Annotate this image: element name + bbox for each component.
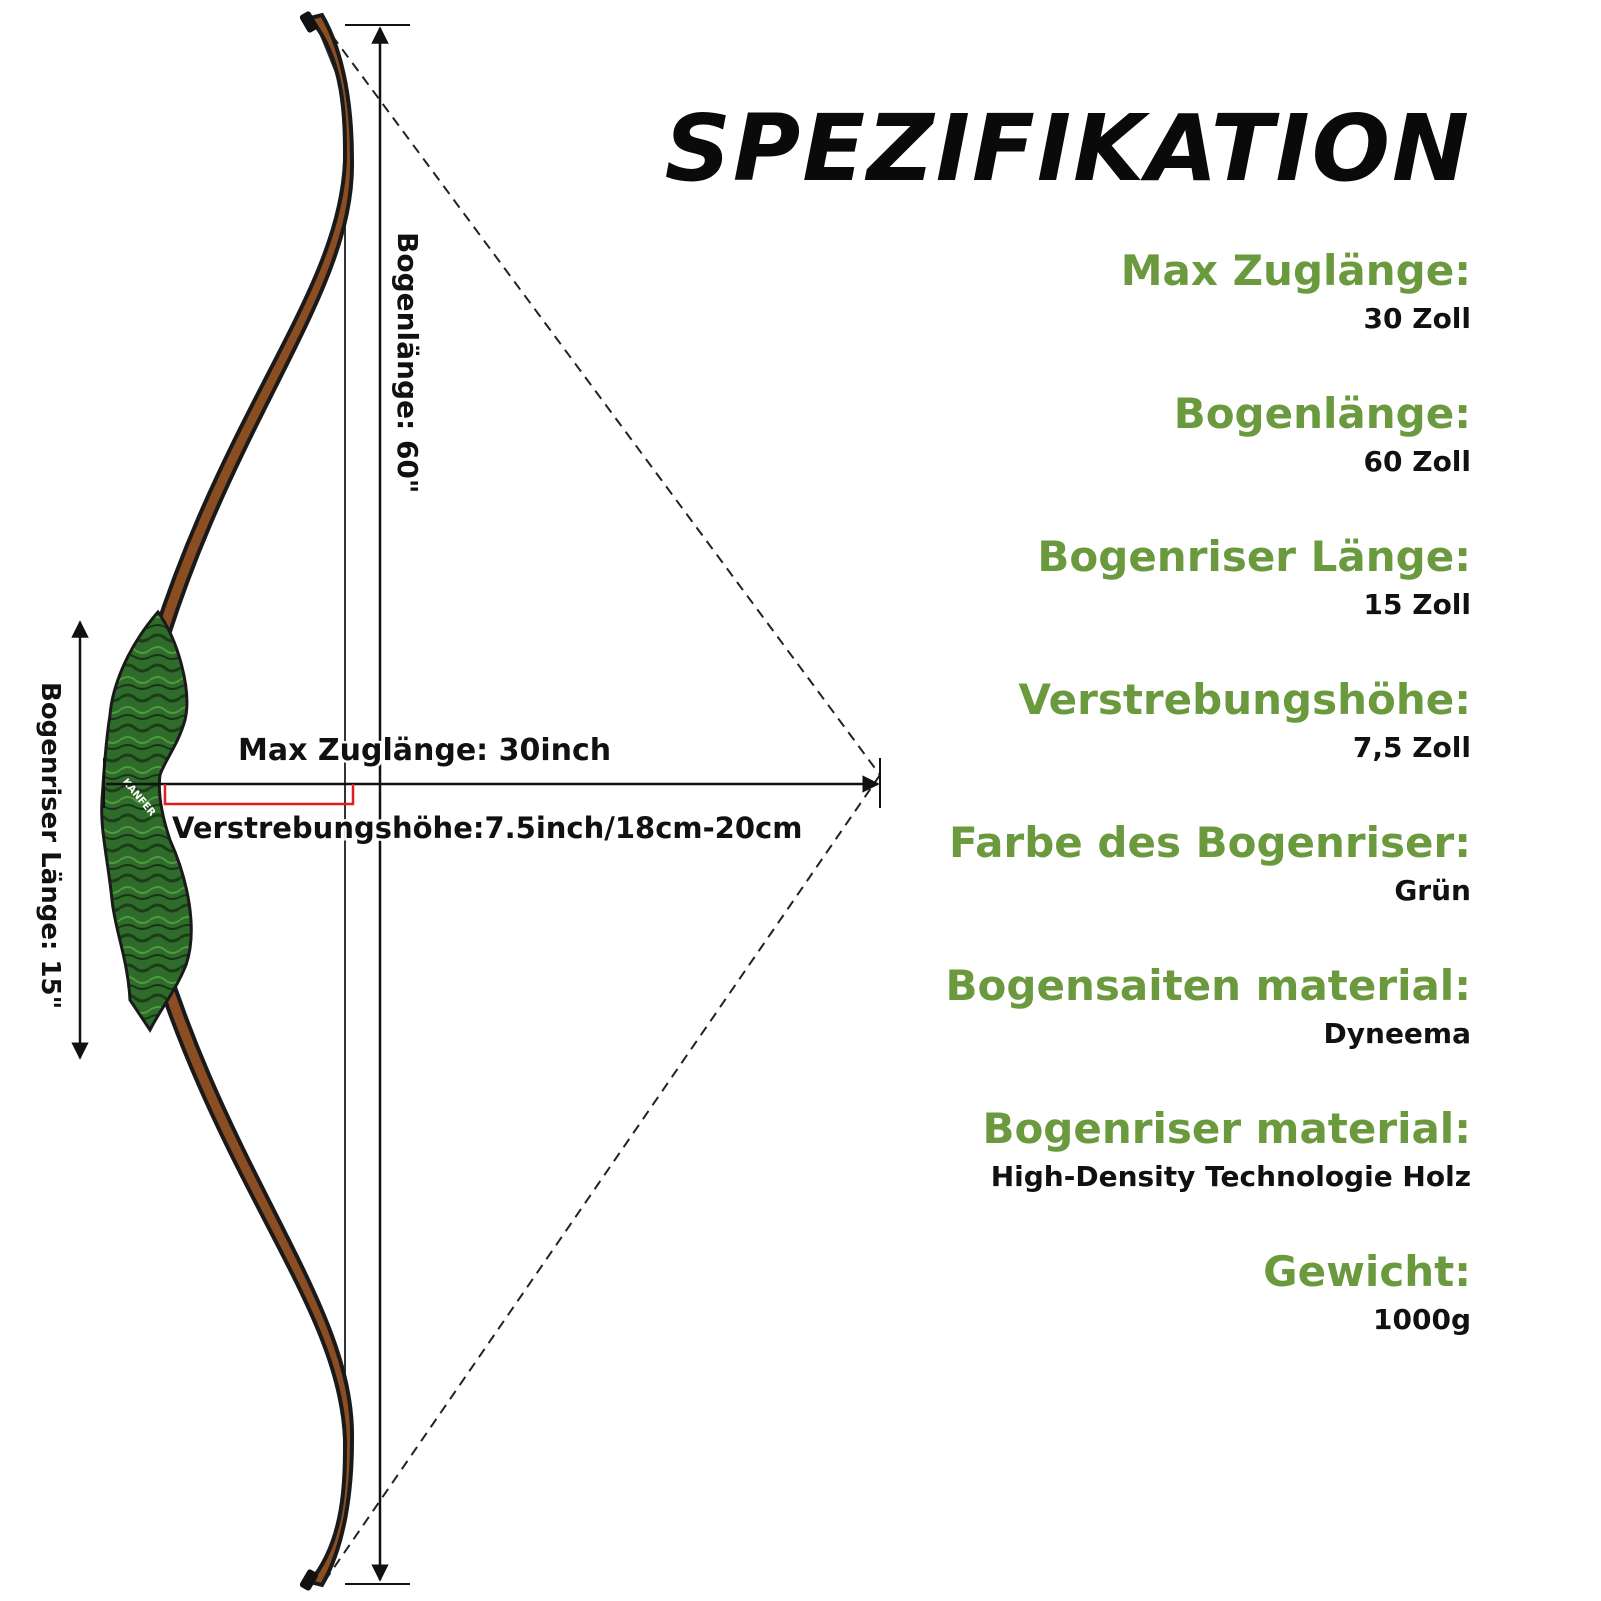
spec-item-string-material: Bogensaiten material: Dyneema [751,960,1471,1103]
spec-item-riser-length: Bogenriser Länge: 15 Zoll [751,531,1471,674]
draw-triangle-upper [321,21,881,776]
brace-height-label: Verstrebungshöhe:7.5inch/18cm-20cm [172,811,802,845]
spec-item-max-draw-length: Max Zuglänge: 30 Zoll [751,245,1471,388]
upper-limb-tip [299,11,319,33]
lower-limb [132,903,355,1588]
spec-label: Bogenlänge: [1173,389,1471,438]
bow-length-label: Bogenlänge: 60" [391,232,424,494]
spec-value: 15 Zoll [1363,588,1471,621]
spec-label: Bogenriser material: [982,1104,1471,1153]
spec-value: 1000g [1373,1303,1471,1336]
brace-height-marker [163,784,355,806]
spec-value: High-Density Technologie Holz [990,1160,1471,1193]
spec-item-riser-color: Farbe des Bogenriser: Grün [751,817,1471,960]
spec-list: Max Zuglänge: 30 Zoll Bogenlänge: 60 Zol… [751,245,1471,1389]
spec-item-riser-material: Bogenriser material: High-Density Techno… [751,1103,1471,1246]
spec-item-brace-height: Verstrebungshöhe: 7,5 Zoll [751,674,1471,817]
spec-label: Farbe des Bogenriser: [948,818,1471,867]
upper-limb [132,12,355,702]
spec-item-weight: Gewicht: 1000g [751,1246,1471,1389]
spec-label: Verstrebungshöhe: [1018,675,1471,724]
spec-label: Max Zuglänge: [1120,246,1471,295]
lower-limb-tip [299,1569,319,1591]
draw-triangle-lower [321,774,881,1586]
spec-value: Dyneema [1323,1017,1471,1050]
bow-riser [100,609,193,1033]
riser-length-label: Bogenriser Länge: 15" [35,682,65,1009]
spec-value: 30 Zoll [1363,302,1471,335]
spec-item-bow-length: Bogenlänge: 60 Zoll [751,388,1471,531]
spec-label: Bogenriser Länge: [1037,532,1471,581]
draw-length-label: Max Zuglänge: 30inch [238,733,611,768]
spec-label: Bogensaiten material: [945,961,1471,1010]
spec-value: Grün [1394,874,1471,907]
spec-title: SPEZIFIKATION [664,95,1471,202]
spec-label: Gewicht: [1263,1247,1471,1296]
spec-value: 60 Zoll [1363,445,1471,478]
spec-value: 7,5 Zoll [1352,731,1471,764]
